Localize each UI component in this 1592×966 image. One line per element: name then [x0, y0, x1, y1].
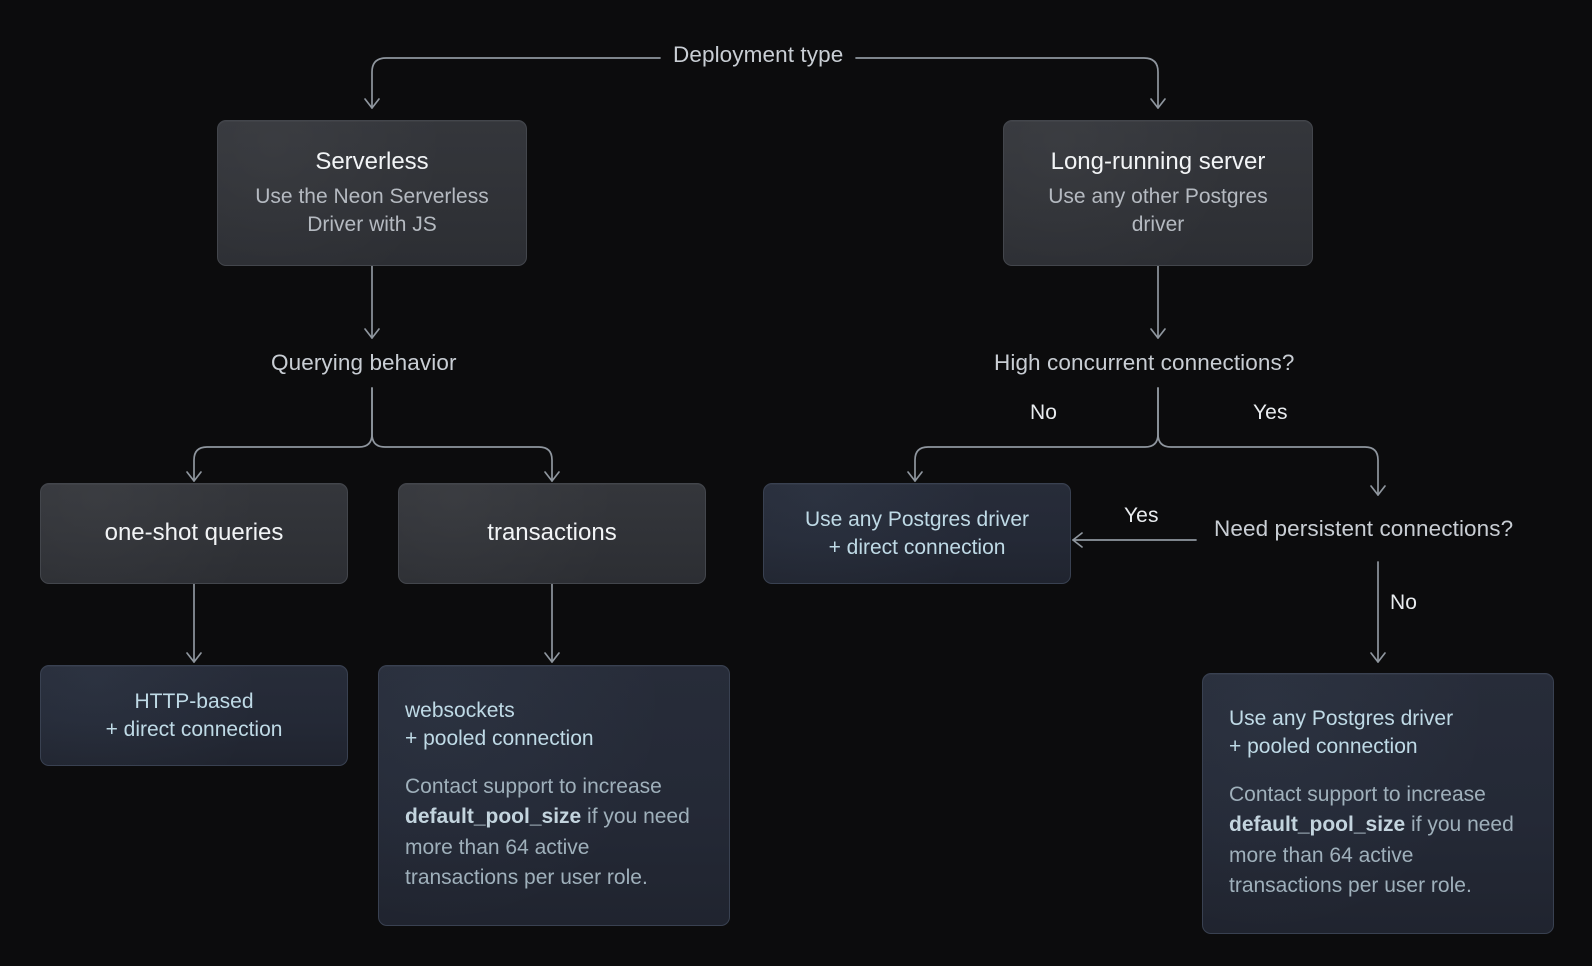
node-transactions-label: transactions	[487, 519, 617, 547]
node-serverless-title: Serverless	[315, 148, 429, 176]
node-direct-connection-line2: + direct connection	[828, 535, 1006, 559]
arrow-need-persistent	[1370, 485, 1386, 496]
fork-querying-right	[371, 387, 553, 482]
arrow-persistent-yes	[1072, 532, 1083, 548]
node-long-running-title: Long-running server	[1050, 148, 1266, 176]
arrow-high-concurrent	[1150, 328, 1166, 339]
arrow-websockets	[544, 652, 560, 663]
node-long-running-subtitle: Use any other Postgres driver	[1048, 185, 1268, 237]
edge-label-concurrent-yes: Yes	[1253, 401, 1288, 424]
decision-need-persistent-connections: Need persistent connections?	[1214, 516, 1514, 541]
node-websockets-line1: websockets	[405, 699, 515, 723]
node-pooled-connection-body-before: Contact support to increase	[1229, 782, 1486, 806]
arrow-http-based	[186, 652, 202, 663]
node-http-based[interactable]: HTTP-based + direct connection	[40, 665, 348, 766]
arrow-to-serverless	[364, 98, 380, 109]
node-pooled-connection-line1: Use any Postgres driver	[1229, 707, 1454, 731]
arrow-one-shot	[186, 471, 202, 482]
root-bar-left	[371, 57, 661, 109]
node-websockets-body-after: if you need more than 64 active transact…	[405, 805, 690, 890]
node-pooled-connection[interactable]: Use any Postgres driver + pooled connect…	[1202, 673, 1554, 934]
node-direct-connection-line1: Use any Postgres driver	[804, 507, 1030, 531]
node-pooled-connection-body-code: default_pool_size	[1229, 813, 1406, 837]
node-websockets-body: Contact support to increase default_pool…	[405, 772, 703, 894]
node-long-running-server[interactable]: Long-running server Use any other Postgr…	[1003, 120, 1313, 266]
node-http-based-line2: + direct connection	[105, 717, 283, 741]
node-http-based-line1: HTTP-based	[134, 689, 254, 713]
node-serverless-subtitle: Use the Neon Serverless Driver with JS	[255, 185, 489, 237]
node-pooled-connection-body-after: if you need more than 64 active transact…	[1229, 813, 1514, 898]
fork-querying-left	[193, 387, 373, 482]
arrow-direct-connection	[907, 471, 923, 482]
root-label: Deployment type	[673, 42, 844, 67]
arrow-querying-behavior	[364, 328, 380, 339]
node-websockets[interactable]: websockets + pooled connection Contact s…	[378, 665, 730, 926]
node-websockets-body-code: default_pool_size	[405, 805, 582, 829]
decision-querying-behavior: Querying behavior	[271, 350, 457, 375]
decision-high-concurrent-connections: High concurrent connections?	[994, 350, 1295, 375]
root-bar-right	[855, 57, 1159, 109]
edge-label-concurrent-no: No	[1030, 401, 1058, 424]
arrow-transactions	[544, 471, 560, 482]
node-pooled-connection-line2: + pooled connection	[1229, 735, 1418, 759]
node-transactions[interactable]: transactions	[398, 483, 706, 584]
node-direct-connection[interactable]: Use any Postgres driver + direct connect…	[763, 483, 1071, 584]
node-pooled-connection-body: Contact support to increase default_pool…	[1229, 780, 1527, 902]
edge-label-persistent-no: No	[1390, 591, 1418, 614]
edge-label-persistent-yes: Yes	[1124, 504, 1159, 527]
arrow-persistent-no	[1370, 652, 1386, 663]
node-websockets-line2: + pooled connection	[405, 727, 594, 751]
node-serverless[interactable]: Serverless Use the Neon Serverless Drive…	[217, 120, 527, 266]
arrow-to-longrunning	[1150, 98, 1166, 109]
node-websockets-body-before: Contact support to increase	[405, 774, 662, 798]
node-one-shot-queries-label: one-shot queries	[104, 519, 284, 547]
node-one-shot-queries[interactable]: one-shot queries	[40, 483, 348, 584]
